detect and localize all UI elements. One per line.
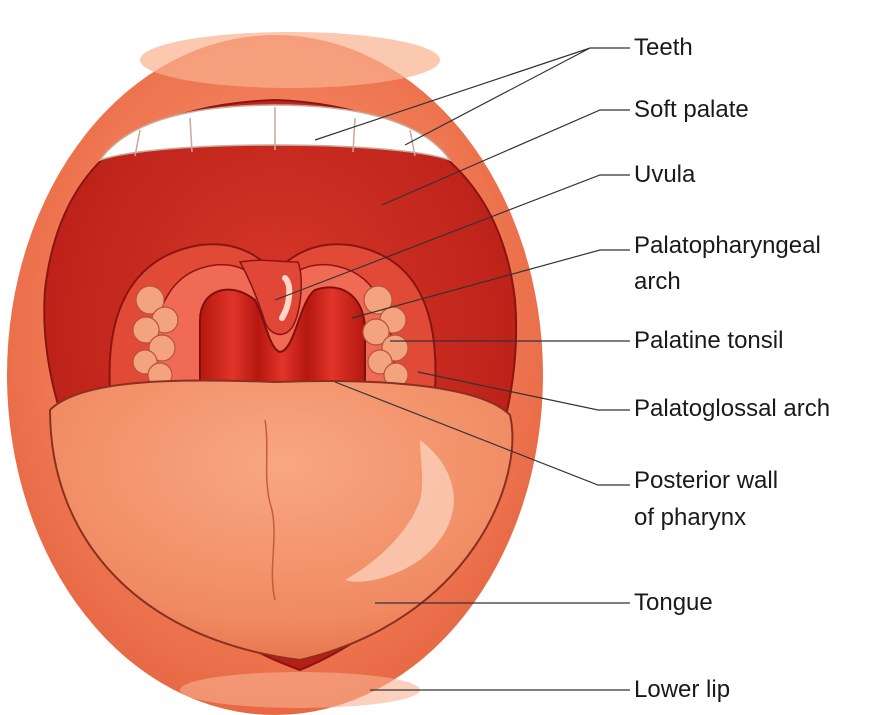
label-soft-palate: Soft palate [634, 95, 749, 125]
label-palatoglossal-arch: Palatoglossal arch [634, 394, 830, 424]
label-posterior-wall-2: of pharynx [634, 503, 746, 533]
label-uvula: Uvula [634, 160, 695, 190]
label-posterior-wall-1: Posterior wall [634, 466, 778, 496]
label-tongue: Tongue [634, 588, 713, 618]
lip-highlight-upper [140, 32, 440, 88]
label-palatine-tonsil: Palatine tonsil [634, 326, 783, 356]
label-palatopharyngeal-1: Palatopharyngeal [634, 231, 821, 261]
label-teeth: Teeth [634, 33, 693, 63]
label-palatopharyngeal-2: arch [634, 267, 681, 297]
label-lower-lip: Lower lip [634, 675, 730, 705]
